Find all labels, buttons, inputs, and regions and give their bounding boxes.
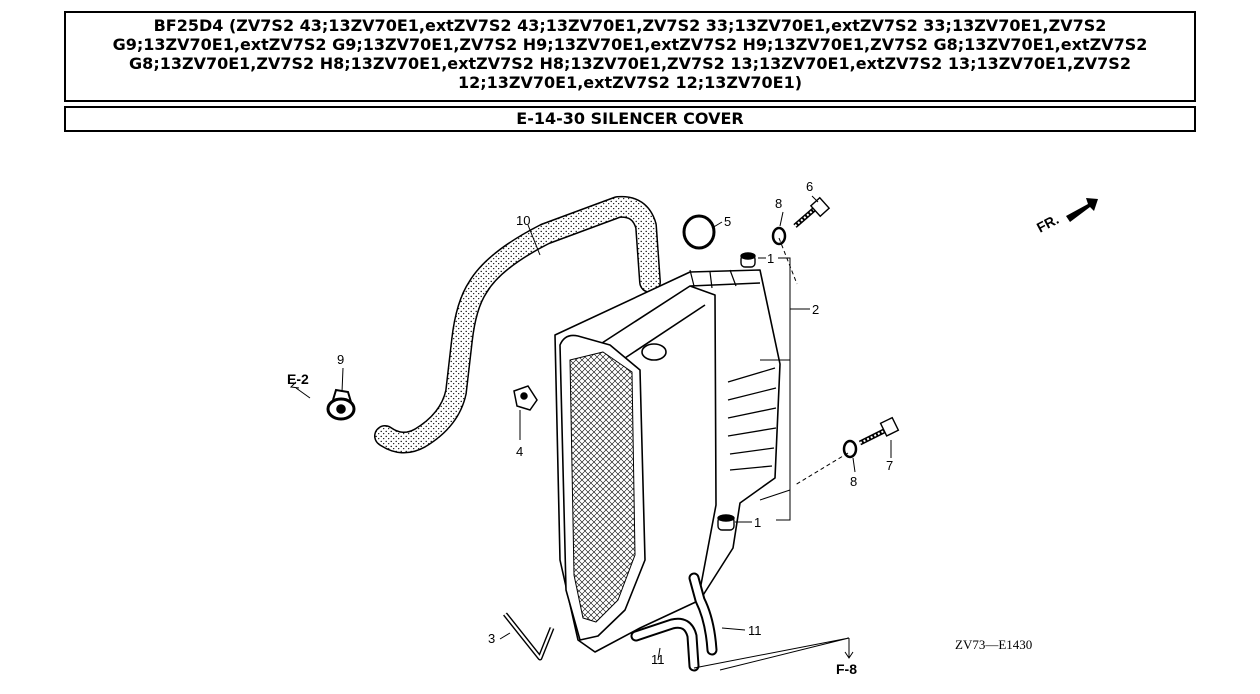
callout-1-bottom: 1 [754,515,761,530]
drawing-code: ZV73—E1430 [955,637,1032,652]
section-title: E-14-30 SILENCER COVER [64,106,1196,132]
bolt-part-6 [793,196,831,228]
tube-part-11-right [688,572,718,656]
washer-part-8-bottom [842,439,858,459]
grommet-part-1-top [740,252,756,268]
tube-part-11-left [630,617,700,672]
rod-part-3 [503,612,555,661]
callout-1-top: 1 [767,251,774,266]
clip-part-9 [326,388,356,421]
front-marker-label: FR. [1034,211,1061,236]
callout-6: 6 [806,179,813,194]
callout-8-top: 8 [775,196,782,211]
clamp-part-5 [682,214,716,250]
callout-2: 2 [812,302,819,317]
leader-lines [289,195,892,671]
bracket-part-4 [513,385,538,411]
ref-e2: E-2 [287,371,309,387]
silencer-cover-part-2 [554,269,781,653]
callout-4: 4 [516,444,523,459]
callout-11-left: 11 [651,652,665,667]
callout-5: 5 [724,214,731,229]
callout-11-right: 11 [748,623,762,638]
callout-8-bottom: 8 [850,474,857,489]
model-list-header: BF25D4 (ZV7S2 43;13ZV70E1,extZV7S2 43;13… [64,11,1196,102]
front-direction-arrow: FR. [1034,198,1098,236]
ref-f8: F-8 [836,661,857,677]
bolt-part-7 [858,416,900,446]
callout-3: 3 [488,631,495,646]
callout-9: 9 [337,352,344,367]
hose-part-10 [374,195,661,454]
grommet-part-1-bottom [717,514,735,531]
callout-10: 10 [516,213,530,228]
callout-7: 7 [886,458,893,473]
washer-part-8-top [771,226,787,246]
